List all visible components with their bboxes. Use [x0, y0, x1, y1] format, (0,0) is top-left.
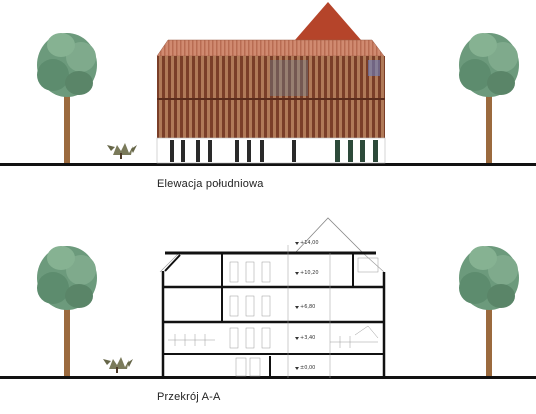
level-label: +10,20: [300, 270, 319, 276]
elevation-drawing: [0, 2, 536, 166]
ground-line-section: [0, 376, 536, 379]
level-label: ±0,00: [300, 365, 315, 371]
level-label: +6,80: [300, 304, 315, 310]
section-drawing: +14,00 +10,20 +6,80 +3,40 ±0,00: [0, 217, 536, 379]
slatted-facade: [157, 56, 385, 138]
gable-roof: [295, 2, 361, 40]
tree-left-section: [37, 246, 97, 376]
gable-outline: [295, 217, 363, 253]
ground-floor-openings: [170, 140, 378, 162]
main-roof: [156, 39, 385, 57]
elevation-caption: Elewacja południowa: [157, 178, 264, 190]
ground-floor: [156, 137, 386, 164]
level-markers: +14,00 +10,20 +6,80 +3,40 ±0,00: [295, 240, 319, 371]
tree-right-elevation: [459, 33, 519, 163]
tree-left-elevation: [37, 33, 97, 163]
level-label: +3,40: [300, 335, 315, 341]
level-label: +14,00: [300, 240, 319, 246]
shrub-elevation: [107, 143, 137, 159]
tree-right-section: [459, 246, 519, 376]
section-caption: Przekrój A-A: [157, 391, 221, 403]
section-cut-lines: [161, 251, 386, 378]
interior-details: [168, 245, 379, 378]
ground-line: [0, 163, 536, 166]
shrub-section: [103, 357, 133, 373]
